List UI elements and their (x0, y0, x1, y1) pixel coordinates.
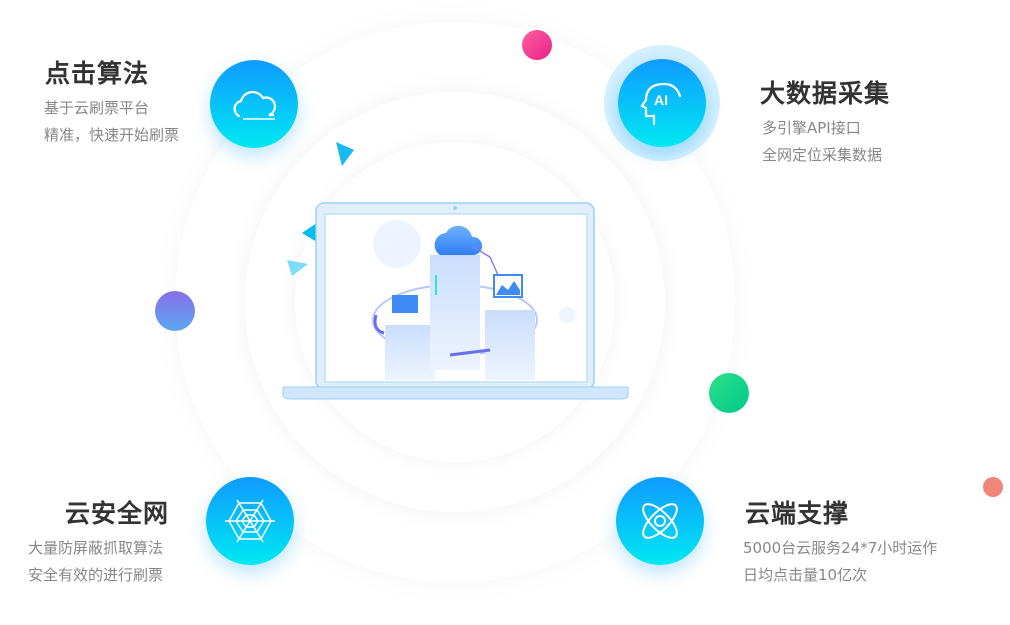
desc-line: 多引擎API接口 (762, 119, 861, 137)
atom-icon-badge (616, 477, 704, 565)
ai-head-icon: AI (640, 82, 682, 126)
desc-line: 全网定位采集数据 (762, 146, 883, 164)
desc-line: 日均点击量10亿次 (743, 566, 868, 584)
svg-text:AI: AI (654, 92, 668, 108)
feature-desc: 多引擎API接口 全网定位采集数据 (762, 115, 882, 169)
purple-dot (155, 291, 195, 331)
feature-desc: 5000台云服务24*7小时运作 日均点击量10亿次 (743, 535, 937, 589)
spider-web-icon (225, 499, 275, 543)
salmon-dot (983, 477, 1003, 497)
feature-title-big-data: 大数据采集 (760, 79, 891, 108)
desc-line: 安全有效的进行刷票 (28, 566, 164, 584)
desc-line: 5000台云服务24*7小时运作 (743, 539, 938, 557)
ai-icon-badge: AI (618, 59, 706, 147)
atom-icon (642, 503, 678, 539)
cloud-icon-badge (210, 60, 298, 148)
green-dot (709, 373, 749, 413)
laptop-illustration (282, 202, 629, 400)
desc-line: 大量防屏蔽抓取算法 (28, 539, 164, 557)
feature-desc: 大量防屏蔽抓取算法 安全有效的进行刷票 (28, 535, 163, 589)
cloud-icon (233, 90, 277, 120)
feature-desc: 基于云刷票平台 精准，快速开始刷票 (44, 95, 179, 149)
pink-dot (522, 30, 552, 60)
feature-title-click-algorithm: 点击算法 (45, 59, 150, 88)
desc-line: 精准，快速开始刷票 (44, 126, 180, 144)
spider-web-icon-badge (206, 477, 294, 565)
feature-title-cloud-support: 云端支撑 (745, 499, 850, 528)
desc-line: 基于云刷票平台 (44, 99, 150, 117)
feature-title-cloud-security: 云安全网 (65, 499, 170, 528)
